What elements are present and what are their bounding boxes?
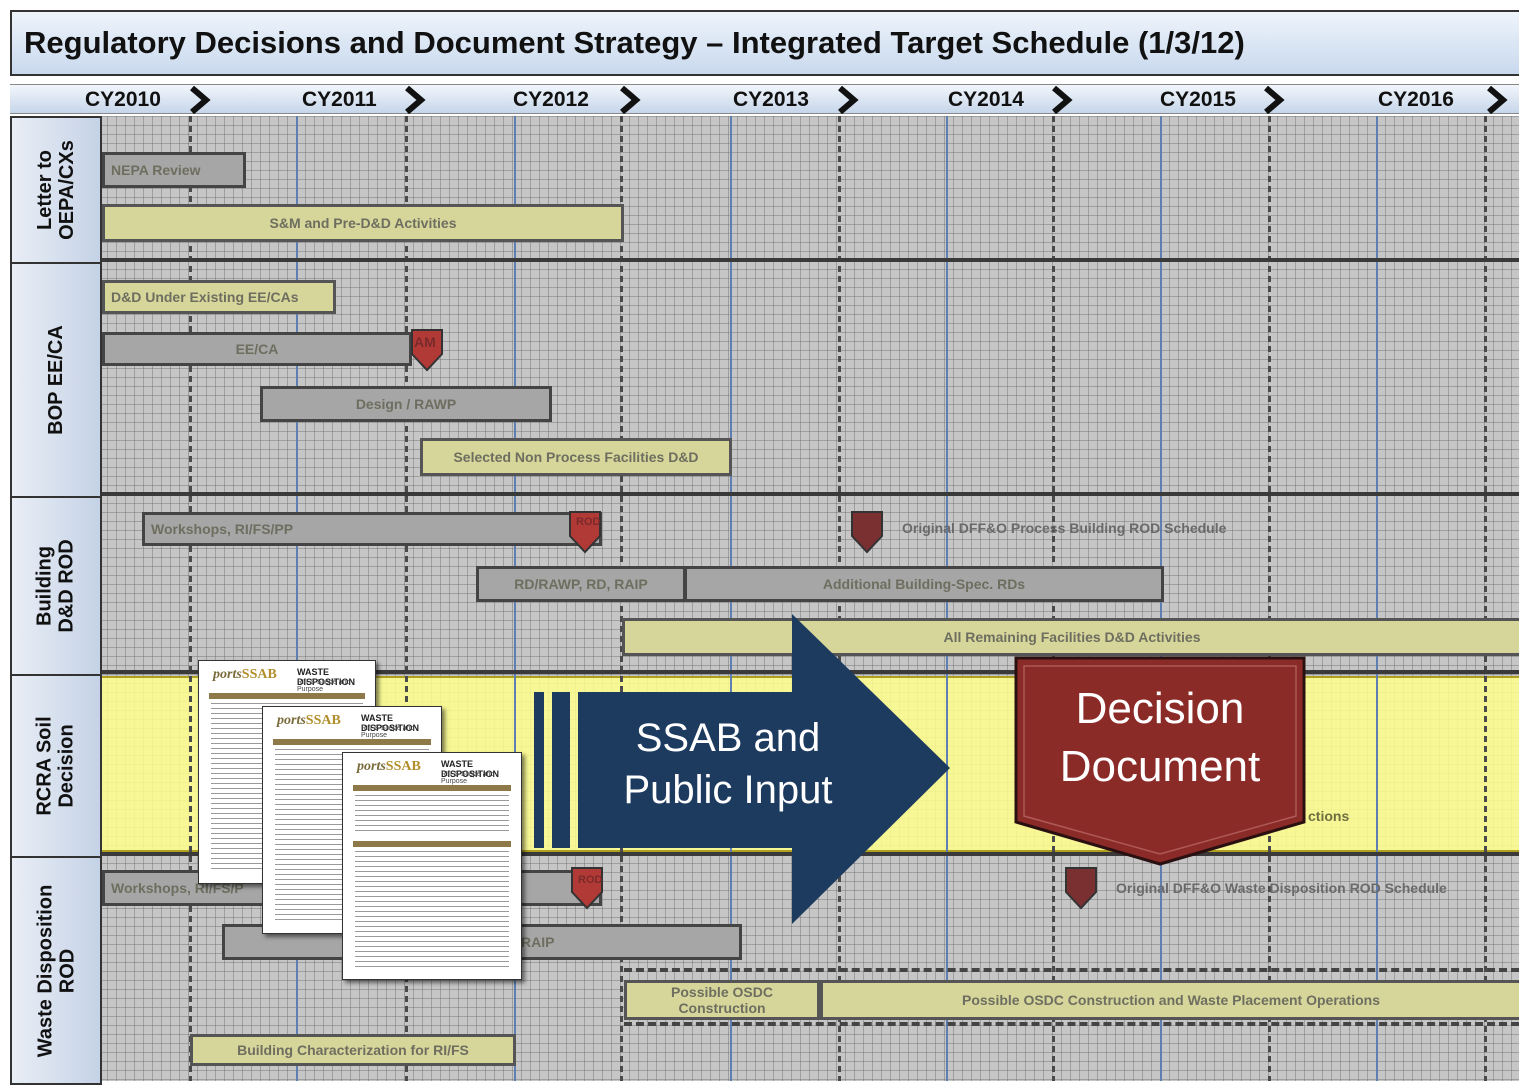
selected-non-process-bar: Selected Non Process Facilities D&D (420, 438, 732, 476)
chevron-right-icon (190, 86, 211, 114)
dd-existing-eeca-bar: D&D Under Existing EE/CAs (102, 280, 336, 314)
workshops-rifs-pp-bar: Workshops, RI/FS/PP (142, 512, 602, 546)
osdc-operations-bar: Possible OSDC Construction and Waste Pla… (820, 980, 1519, 1020)
document-subheader: RI/FS Scope and Purpose (297, 679, 351, 693)
row-label-rcra-soil: RCRA Soil Decision (10, 674, 102, 858)
document-body (355, 851, 509, 969)
gridline (1376, 116, 1378, 1081)
document-band (353, 841, 511, 847)
chevron-right-icon (1264, 86, 1285, 114)
sm-pre-dd-bar: S&M and Pre-D&D Activities (102, 204, 624, 242)
remaining-facilities-bar: All Remaining Facilities D&D Activities (622, 618, 1519, 656)
decision-document-label: Decision Document (1059, 684, 1261, 791)
document-subheader: RI/FS Scope and Purpose (441, 771, 495, 785)
am-milestone-icon (411, 329, 443, 372)
row-label-letter-oepa: Letter to OEPA/CXs (10, 116, 102, 264)
rod-milestone-icon (569, 511, 601, 554)
chevron-right-icon (1487, 86, 1508, 114)
year-timeline: CY2010 CY2011 CY2012 CY2013 CY2014 CY201… (10, 84, 1519, 114)
original-building-rod-label: Original DFF&O Process Building ROD Sche… (902, 520, 1227, 536)
chevron-right-icon (620, 86, 641, 114)
am-milestone-label: AM (414, 334, 436, 350)
original-waste-rod-milestone-icon (1065, 867, 1097, 910)
rod-milestone-label: ROD (576, 516, 601, 528)
building-characterization-bar: Building Characterization for RI/FS (190, 1034, 516, 1066)
document-subheader: RI/FS Scope and Purpose (361, 725, 415, 739)
possible-osdc-bar: Possible OSDC Construction (624, 980, 820, 1020)
year-label-2010: CY2010 (85, 88, 161, 111)
document-band (273, 739, 431, 745)
rod-waste-milestone-icon (571, 867, 603, 910)
additional-building-rds-bar: Additional Building-Spec. RDs (684, 566, 1164, 602)
year-label-2014: CY2014 (948, 88, 1024, 111)
ssab-input-arrow (534, 614, 950, 924)
decision-document-shape (1014, 656, 1306, 866)
year-label-2012: CY2012 (513, 88, 589, 111)
osdc-dashed-frame (624, 968, 1519, 1026)
year-label-2015: CY2015 (1160, 88, 1236, 111)
year-divider (1484, 116, 1487, 1081)
document-band (353, 785, 511, 791)
page-title: Regulatory Decisions and Document Strate… (10, 10, 1519, 76)
document-band (209, 693, 365, 699)
eeca-bar: EE/CA (102, 332, 412, 366)
document-body (355, 795, 509, 835)
year-label-2016: CY2016 (1378, 88, 1454, 111)
document-thumbnail: portsSSAB WASTE DISPOSITION RI/FS Scope … (342, 752, 522, 980)
year-divider (405, 116, 408, 1081)
document-header: WASTE DISPOSITION (441, 759, 500, 779)
design-rawp-bar: Design / RAWP (260, 386, 552, 422)
document-header: WASTE DISPOSITION (361, 713, 420, 733)
nepa-review-bar: NEPA Review (102, 152, 246, 188)
arrow-label: SSAB and Public Input (623, 716, 833, 812)
rod-waste-milestone-label: ROD (578, 874, 603, 886)
row-separator (10, 852, 1519, 856)
portfolio-logo: portsSSAB (357, 759, 421, 774)
row-separator (10, 670, 1519, 674)
original-rod-milestone-icon (851, 511, 883, 554)
year-label-2011: CY2011 (302, 88, 377, 111)
chevron-right-icon (405, 86, 426, 114)
year-divider (189, 116, 192, 1081)
raip-waste-label: RAIP (521, 934, 555, 950)
year-divider (1268, 116, 1271, 1081)
soil-actions-label: ctions (1308, 808, 1350, 824)
row-label-bop-eeca: BOP EE/CA (10, 262, 102, 498)
chevron-right-icon (838, 86, 859, 114)
row-separator (10, 258, 1519, 262)
original-waste-rod-label: Original DFF&O Waste Disposition ROD Sch… (1116, 880, 1447, 896)
row-separator (10, 492, 1519, 496)
portfolio-logo: portsSSAB (213, 667, 277, 682)
row-label-waste-disposition: Waste Disposition ROD (10, 856, 102, 1085)
document-header: WASTE DISPOSITION (297, 667, 356, 687)
chevron-right-icon (1052, 86, 1073, 114)
rd-rawp-bar: RD/RAWP, RD, RAIP (476, 566, 686, 602)
gridline (296, 116, 298, 1081)
year-label-2013: CY2013 (733, 88, 809, 111)
row-label-building-dd-rod: Building D&D ROD (10, 496, 102, 676)
portfolio-logo: portsSSAB (277, 713, 341, 728)
